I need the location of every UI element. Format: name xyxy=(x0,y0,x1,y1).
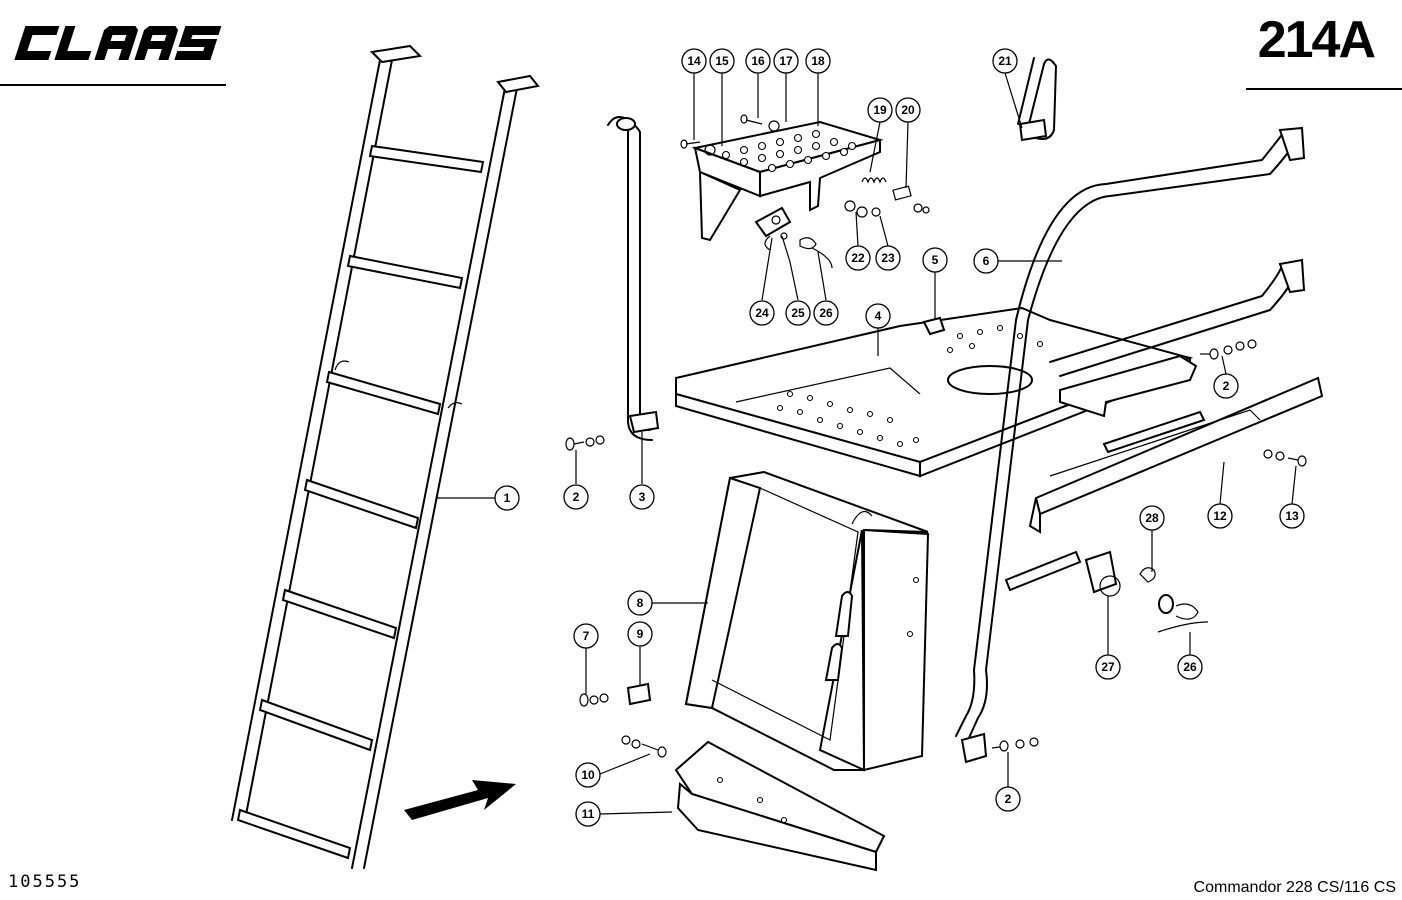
callout-7: 7 xyxy=(573,623,599,649)
callout-23: 23 xyxy=(875,245,901,271)
svg-text:2: 2 xyxy=(1223,379,1230,393)
page-number: 214A xyxy=(1257,11,1376,69)
step-plate xyxy=(691,120,884,242)
svg-text:17: 17 xyxy=(779,54,793,68)
svg-text:2: 2 xyxy=(573,490,580,504)
callout-16: 16 xyxy=(745,48,771,74)
fasteners xyxy=(565,339,1307,758)
svg-text:20: 20 xyxy=(901,103,915,117)
svg-text:12: 12 xyxy=(1213,509,1227,523)
leader-lines xyxy=(436,72,1297,815)
callout-21: 21 xyxy=(992,48,1018,74)
svg-text:1: 1 xyxy=(504,491,511,505)
svg-text:10: 10 xyxy=(581,768,595,782)
callout-22: 22 xyxy=(845,245,871,271)
model-name: Commandor 228 CS/116 CS xyxy=(1193,879,1396,896)
svg-text:9: 9 xyxy=(637,627,644,641)
callout-27: 27 xyxy=(1095,654,1121,680)
callout-11: 11 xyxy=(575,801,601,827)
svg-text:18: 18 xyxy=(811,54,825,68)
callout-24: 24 xyxy=(749,300,775,326)
callout-19: 19 xyxy=(867,97,893,123)
left-handrail xyxy=(607,115,660,441)
angle-bar xyxy=(1028,376,1324,534)
svg-text:4: 4 xyxy=(875,309,882,323)
svg-text:3: 3 xyxy=(639,490,646,504)
svg-text:28: 28 xyxy=(1145,511,1159,525)
callout-9: 9 xyxy=(627,621,653,647)
callout-20: 20 xyxy=(895,97,921,123)
callout-2-bottom: 2 xyxy=(995,786,1021,812)
callout-10: 10 xyxy=(575,762,601,788)
svg-text:5: 5 xyxy=(932,253,939,267)
grab-handle xyxy=(1017,57,1057,142)
callout-8: 8 xyxy=(627,590,653,616)
svg-text:15: 15 xyxy=(715,54,729,68)
svg-text:27: 27 xyxy=(1101,660,1115,674)
callout-25: 25 xyxy=(785,300,811,326)
svg-text:19: 19 xyxy=(873,103,887,117)
svg-text:23: 23 xyxy=(881,251,895,265)
svg-text:11: 11 xyxy=(582,807,595,821)
svg-text:22: 22 xyxy=(851,251,865,265)
callout-4: 4 xyxy=(865,303,891,329)
callout-2-right: 2 xyxy=(1213,373,1239,399)
cable-clamp-parts xyxy=(1084,550,1209,633)
svg-text:16: 16 xyxy=(751,54,765,68)
callout-2: 2 xyxy=(563,484,589,510)
header-rule-right xyxy=(1246,88,1402,90)
callout-17: 17 xyxy=(773,48,799,74)
platform-plate xyxy=(675,306,1198,478)
svg-text:26: 26 xyxy=(1183,660,1197,674)
svg-text:14: 14 xyxy=(687,54,701,68)
callout-26-lower: 26 xyxy=(1177,654,1203,680)
callout-28: 28 xyxy=(1139,505,1165,531)
direction-arrow xyxy=(404,780,516,820)
latch-parts xyxy=(754,206,833,269)
svg-text:25: 25 xyxy=(791,306,805,320)
svg-text:8: 8 xyxy=(637,596,644,610)
svg-text:2: 2 xyxy=(1005,792,1012,806)
claas-logo xyxy=(14,26,222,60)
callout-18: 18 xyxy=(805,48,831,74)
svg-text:6: 6 xyxy=(983,254,990,268)
callout-6: 6 xyxy=(973,248,999,274)
step-bolts xyxy=(680,114,780,156)
ladder xyxy=(231,44,540,869)
svg-text:13: 13 xyxy=(1285,509,1299,523)
svg-text:26: 26 xyxy=(819,306,833,320)
callout-5: 5 xyxy=(922,247,948,273)
callout-26-upper: 26 xyxy=(813,300,839,326)
callout-12: 12 xyxy=(1207,503,1233,529)
spring-pin-parts xyxy=(844,177,930,218)
header-rule-left xyxy=(0,84,226,86)
svg-text:21: 21 xyxy=(998,54,1012,68)
storage-box xyxy=(684,470,930,772)
callout-13: 13 xyxy=(1279,503,1305,529)
callout-1: 1 xyxy=(494,485,520,511)
svg-text:7: 7 xyxy=(583,629,590,643)
right-handrail xyxy=(955,126,1306,764)
callout-15: 15 xyxy=(709,48,735,74)
svg-text:24: 24 xyxy=(755,306,769,320)
wedge-plate xyxy=(674,740,886,872)
callout-14: 14 xyxy=(681,48,707,74)
drawing-number: 105555 xyxy=(8,872,82,892)
callout-3: 3 xyxy=(629,484,655,510)
